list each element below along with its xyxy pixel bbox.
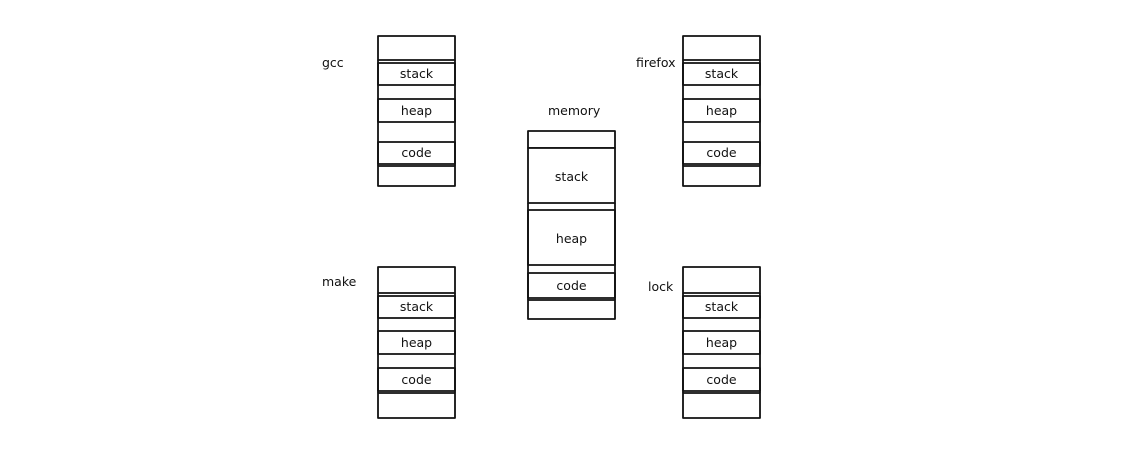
segment-label-code: code bbox=[706, 145, 736, 160]
process-label-firefox: firefox bbox=[636, 55, 676, 70]
segment-heap: heap bbox=[377, 330, 456, 355]
segment-empty-bottom bbox=[682, 392, 761, 419]
segment-label-code: code bbox=[401, 145, 431, 160]
memory-segment-label-heap: heap bbox=[556, 231, 587, 246]
segment-empty-top bbox=[377, 266, 456, 294]
process-firefox: firefox stack heap code bbox=[636, 35, 761, 187]
segment-heap: heap bbox=[377, 98, 456, 123]
segment-empty-bottom bbox=[377, 165, 456, 187]
segment-label-stack: stack bbox=[705, 66, 739, 81]
memory-segment-stack: stack bbox=[527, 147, 616, 204]
process-gcc: gcc stack heap code bbox=[322, 35, 456, 187]
process-label-lock: lock bbox=[648, 279, 674, 294]
segment-label-heap: heap bbox=[401, 335, 432, 350]
segment-heap: heap bbox=[682, 98, 761, 123]
memory-segment-code: code bbox=[527, 272, 616, 299]
process-make: make stack heap code bbox=[322, 266, 456, 419]
segment-empty-bottom bbox=[377, 392, 456, 419]
segment-label-heap: heap bbox=[401, 103, 432, 118]
segment-stack: stack bbox=[682, 62, 761, 86]
segment-empty-top bbox=[682, 266, 761, 294]
segment-label-heap: heap bbox=[706, 103, 737, 118]
memory-segment-empty-top bbox=[527, 130, 616, 149]
segment-empty-top bbox=[682, 35, 761, 61]
physical-memory: memory stack heap code bbox=[527, 103, 616, 320]
segment-code: code bbox=[377, 367, 456, 392]
segment-code: code bbox=[682, 141, 761, 165]
segment-stack: stack bbox=[377, 295, 456, 319]
segment-label-heap: heap bbox=[706, 335, 737, 350]
process-label-make: make bbox=[322, 274, 357, 289]
segment-stack: stack bbox=[377, 62, 456, 86]
segment-empty-top bbox=[377, 35, 456, 61]
segment-stack: stack bbox=[682, 295, 761, 319]
memory-segment-heap: heap bbox=[527, 209, 616, 266]
segment-label-stack: stack bbox=[400, 66, 434, 81]
segment-label-code: code bbox=[401, 372, 431, 387]
segment-code: code bbox=[682, 367, 761, 392]
segment-label-code: code bbox=[706, 372, 736, 387]
segment-empty-bottom bbox=[682, 165, 761, 187]
memory-segment-empty-bottom bbox=[527, 299, 616, 320]
memory-segment-label-code: code bbox=[556, 278, 586, 293]
segment-code: code bbox=[377, 141, 456, 165]
segment-label-stack: stack bbox=[400, 299, 434, 314]
segment-heap: heap bbox=[682, 330, 761, 355]
memory-segment-label-stack: stack bbox=[555, 169, 589, 184]
process-label-gcc: gcc bbox=[322, 55, 344, 70]
process-lock: lock stack heap code bbox=[648, 266, 761, 419]
memory-label: memory bbox=[548, 103, 601, 118]
segment-label-stack: stack bbox=[705, 299, 739, 314]
